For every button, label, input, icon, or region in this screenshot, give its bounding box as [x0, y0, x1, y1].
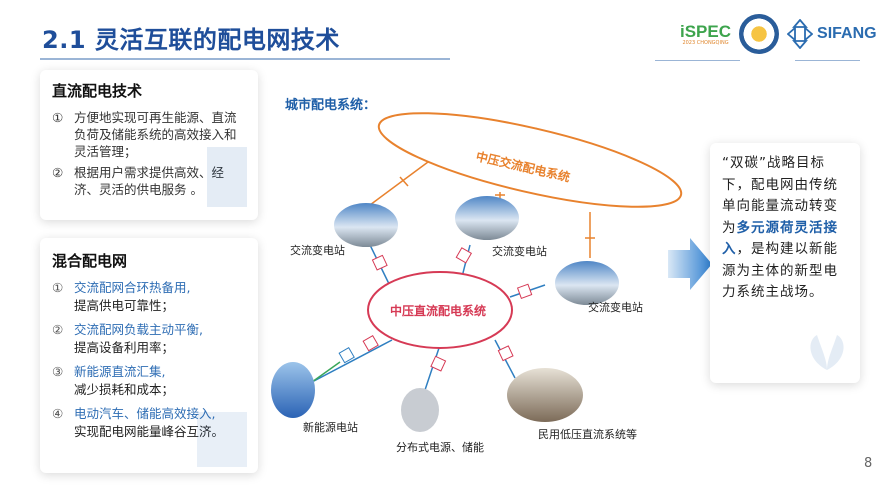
renewable-label: 新能源电站	[303, 421, 358, 434]
ac-substation-label-2: 交流变电站	[492, 245, 547, 258]
logo-divider	[795, 60, 860, 61]
sifang-diamond-icon	[787, 19, 814, 49]
ac-substation-image-1	[334, 203, 398, 247]
renewable-station-image	[271, 362, 315, 418]
dc-technology-card: 直流配电技术 ① 方便地实现可再生能源、直流负荷及储能系统的高效接入和灵活管理；…	[40, 70, 258, 220]
distributed-storage-image	[401, 388, 439, 432]
page-number: 8	[864, 456, 873, 471]
building-watermark-icon	[207, 147, 247, 207]
dc-system-label: 中压直流配电系统	[390, 304, 487, 318]
title-divider	[40, 58, 450, 60]
ispec-logo: iSPEC 2023 CHONGQING	[680, 21, 732, 46]
card-title: 混合配电网	[52, 252, 128, 270]
card-title: 直流配电技术	[52, 82, 143, 100]
ac-substation-image-2	[455, 196, 519, 240]
building-watermark-icon	[197, 412, 247, 467]
list-item: ② 根据用户需求提供高效、经济、灵活的供电服务 。	[52, 165, 225, 197]
sifang-logo: SIFANG	[787, 19, 877, 49]
ac-system-ellipse	[377, 112, 683, 208]
diagram-title: 城市配电系统：	[285, 98, 377, 113]
list-item: ① 方便地实现可再生能源、直流负荷及储能系统的高效接入和灵活管理；	[52, 110, 237, 159]
ac-substation-image-3	[555, 261, 619, 305]
civil-lvdc-image	[507, 368, 583, 422]
ac-link	[369, 161, 429, 206]
logo-group: iSPEC 2023 CHONGQING SIFANG	[680, 14, 877, 54]
leaf-watermark-icon	[810, 335, 844, 370]
summary-card: “双碳”战略目标下，配电网由传统单向能量流动转变为多元源荷灵活接入，是构建以新能…	[710, 143, 860, 383]
dc-system-ellipse	[367, 271, 513, 349]
summary-highlight: 多元源荷灵活接入	[722, 219, 838, 258]
converter-icons	[338, 247, 533, 372]
conference-badge-icon	[739, 14, 780, 54]
logo-divider	[655, 60, 740, 61]
page-title: 2.1 灵活互联的配电网技术	[42, 26, 340, 54]
civil-lvdc-label: 民用低压直流系统等	[538, 428, 637, 441]
ac-substation-label-1: 交流变电站	[290, 244, 345, 257]
right-arrow-icon	[668, 238, 712, 290]
ac-substation-label-3: 交流变电站	[588, 301, 643, 314]
distributed-label: 分布式电源、储能	[396, 441, 484, 454]
